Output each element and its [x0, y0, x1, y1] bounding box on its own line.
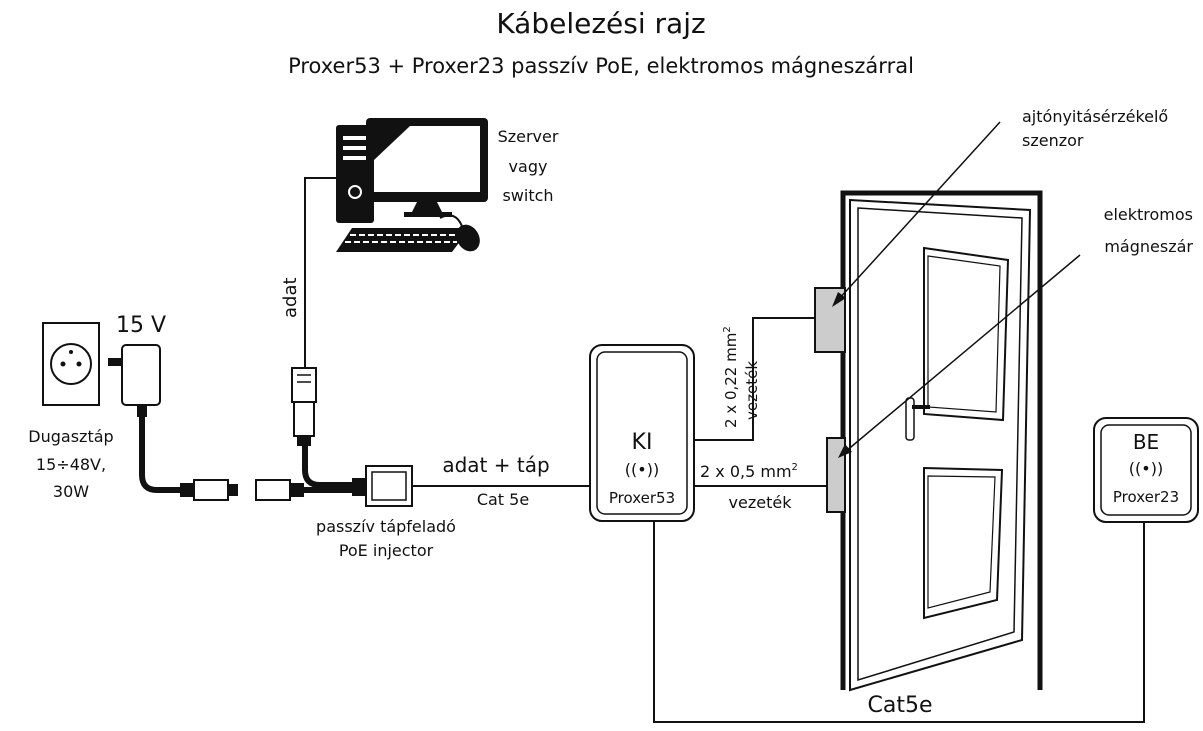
reader-out-code: BE — [1133, 430, 1159, 454]
diagram-title: Kábelezési rajz — [496, 7, 705, 40]
rfid-icon: ((•)) — [625, 460, 659, 479]
reader-out-model: Proxer23 — [1113, 488, 1179, 506]
injector-label-line2: PoE injector — [339, 541, 434, 560]
sensor-leader-arrow — [832, 121, 1001, 307]
main-cable-bottom-label: Cat 5e — [477, 490, 529, 509]
sensor-label-line2: szenzor — [1022, 131, 1084, 150]
magnetic-lock-icon — [826, 437, 846, 513]
wall-socket-icon — [42, 322, 100, 406]
power-label-line1: Dugasztáp — [28, 427, 113, 446]
bottom-cable-label: Cat5e — [867, 693, 932, 718]
rj45-plug-icon — [291, 367, 317, 446]
data-cable-label: adat — [280, 277, 301, 318]
computer-icon — [336, 118, 488, 252]
adapter-cable — [139, 417, 180, 493]
server-label-line2: vagy — [509, 157, 548, 176]
server-label-line3: switch — [502, 186, 553, 205]
rfid-icon-2: ((•)) — [1129, 459, 1163, 478]
power-adapter-icon — [108, 344, 161, 417]
reader-in-model: Proxer53 — [609, 489, 675, 507]
sensor-wire — [694, 317, 815, 441]
data-cable — [304, 177, 338, 372]
poe-injector-icon — [352, 465, 413, 507]
main-cable-top-label: adat + táp — [442, 453, 549, 477]
diagram-subtitle: Proxer53 + Proxer23 passzív PoE, elektro… — [288, 54, 914, 78]
lock-leader-arrow — [838, 254, 1081, 458]
server-label-line1: Szerver — [498, 127, 559, 146]
voltage-label: 15 V — [116, 313, 166, 338]
dc-plug-icon — [180, 479, 238, 501]
dc-socket-icon — [255, 479, 304, 501]
door-icon — [840, 190, 1043, 692]
sensor-label-line1: ajtónyitásérzékelő — [1022, 107, 1168, 126]
sensor-wire-label: 2 x 0,22 mm2 — [722, 326, 740, 428]
power-label-line3: 30W — [53, 482, 89, 501]
reader-proxer53 — [589, 344, 695, 522]
bottom-cable — [653, 521, 1145, 723]
lock-label-line1: elektromos — [1104, 205, 1193, 224]
reader-proxer23 — [1093, 417, 1199, 523]
injector-label-line1: passzív tápfeladó — [316, 517, 456, 536]
lock-label-line2: mágneszár — [1104, 237, 1193, 256]
power-label-line2: 15÷48V, — [36, 455, 106, 474]
sensor-wire-sublabel: vezeték — [743, 361, 761, 420]
patch-cable — [302, 446, 366, 488]
lock-wire-sublabel: vezeték — [729, 493, 793, 512]
lock-wire-label: 2 x 0,5 mm2 — [700, 462, 798, 481]
reader-in-code: KI — [632, 430, 653, 455]
